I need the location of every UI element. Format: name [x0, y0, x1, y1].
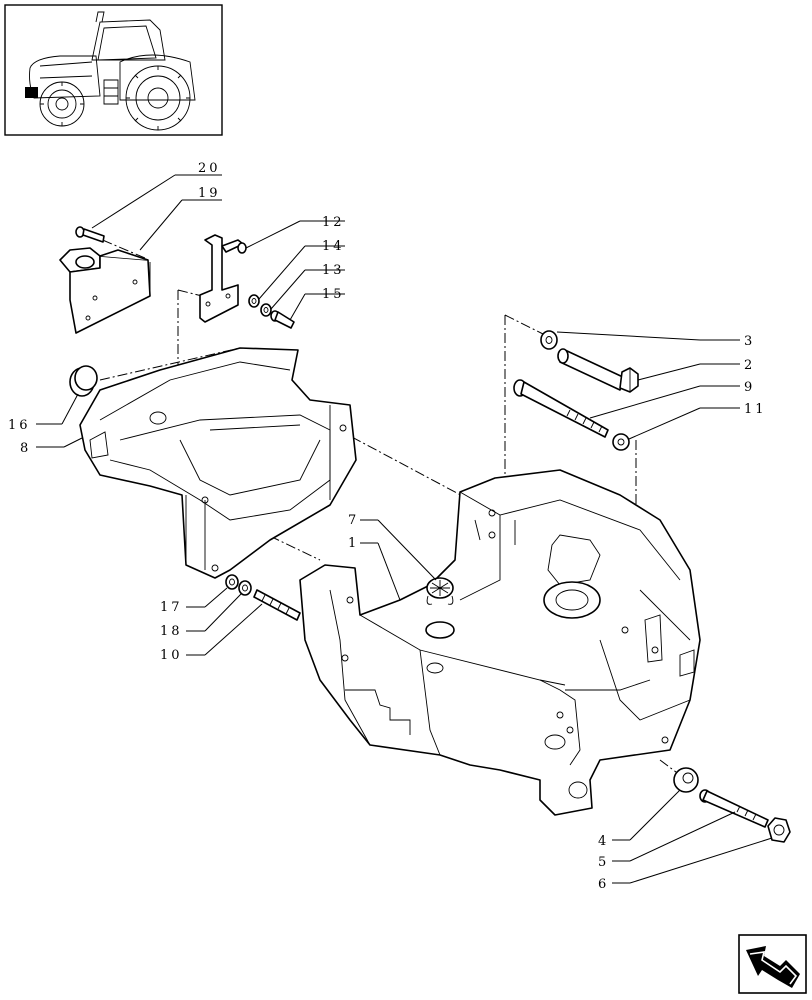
label-4[interactable]: 4 — [598, 834, 609, 849]
long-bolt-part-9[interactable] — [513, 379, 609, 438]
label-9[interactable]: 9 — [744, 380, 755, 395]
next-page-arrow-icon — [746, 946, 800, 988]
label-11[interactable]: 11 — [744, 402, 767, 417]
cap-part-7[interactable] — [426, 577, 454, 605]
washer-part-11[interactable] — [612, 433, 630, 451]
plug-part-16[interactable] — [69, 365, 98, 397]
bolt-part-20[interactable] — [75, 226, 105, 243]
label-8[interactable]: 8 — [20, 441, 31, 456]
bolt-part-5[interactable] — [699, 789, 769, 828]
label-18[interactable]: 18 — [160, 624, 183, 639]
part-labels: 20 19 12 14 13 15 3 2 9 11 16 8 7 1 17 1… — [8, 161, 767, 892]
bracket-part-12[interactable] — [199, 234, 247, 323]
label-14[interactable]: 14 — [322, 239, 345, 254]
nut-part-6[interactable] — [767, 817, 791, 843]
front-support-part-8[interactable] — [79, 347, 357, 579]
label-7[interactable]: 7 — [348, 513, 359, 528]
next-page-button[interactable] — [738, 934, 807, 994]
label-6[interactable]: 6 — [598, 877, 609, 892]
washer-part-13[interactable] — [260, 303, 272, 317]
tractor-thumbnail[interactable] — [4, 4, 223, 136]
label-5[interactable]: 5 — [598, 855, 609, 870]
label-15[interactable]: 15 — [322, 287, 345, 302]
stud-part-10[interactable] — [253, 589, 301, 621]
washer-part-14[interactable] — [248, 294, 260, 308]
label-2[interactable]: 2 — [744, 358, 755, 373]
label-19[interactable]: 19 — [198, 186, 221, 201]
washer-part-18[interactable] — [238, 580, 252, 596]
hex-bolt-part-2[interactable] — [557, 348, 639, 393]
washer-part-17[interactable] — [225, 574, 239, 590]
label-12[interactable]: 12 — [322, 215, 345, 230]
washer-part-3[interactable] — [540, 330, 558, 350]
label-13[interactable]: 13 — [322, 263, 345, 278]
highlight-marker — [25, 87, 38, 98]
label-3[interactable]: 3 — [744, 334, 755, 349]
bracket-part-19[interactable] — [59, 247, 151, 334]
label-16[interactable]: 16 — [8, 418, 31, 433]
tractor-icon — [29, 11, 196, 131]
label-17[interactable]: 17 — [160, 600, 183, 615]
label-1[interactable]: 1 — [348, 536, 359, 551]
bolt-part-15[interactable] — [270, 310, 295, 329]
spacer-part-4[interactable] — [673, 767, 699, 793]
label-20[interactable]: 20 — [198, 161, 221, 176]
leader-lines — [36, 174, 773, 884]
main-support-part-1[interactable] — [299, 469, 701, 816]
label-10[interactable]: 10 — [160, 648, 183, 663]
